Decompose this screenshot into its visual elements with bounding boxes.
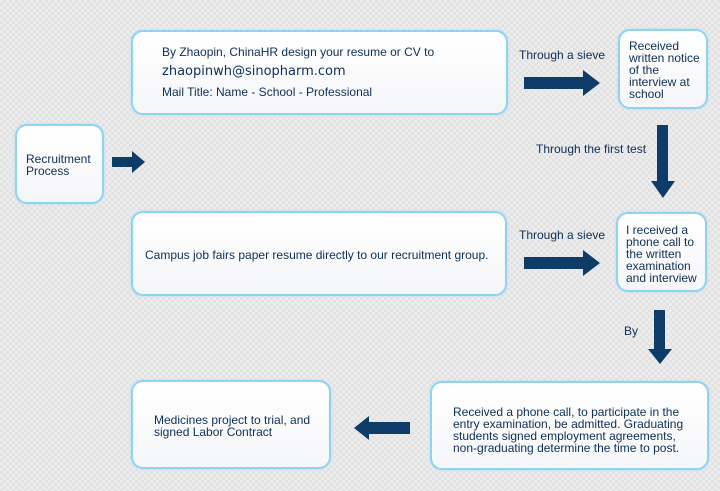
arrow-right-icon [112, 151, 146, 173]
connector-label-first-test: Through the first test [536, 142, 647, 156]
arrow-left-icon [354, 416, 410, 440]
online-apply-line1: By Zhaopin, ChinaHR design your resume o… [162, 45, 435, 59]
entry-exam-text: Received a phone call, to participate in… [453, 405, 684, 455]
arrow-right-icon [524, 70, 600, 96]
online-apply-line3: Mail Title: Name - School - Professional [162, 85, 373, 99]
contract-text: Medicines project to trial, and signed L… [154, 413, 311, 439]
online-apply-email: zhaopinwh@sinopharm.com [162, 64, 346, 79]
phone-call-text: I received a phone call to the written e… [626, 223, 697, 285]
connector-label-sieve-1: Through a sieve [519, 48, 606, 62]
start-node: Recruitment Process [15, 124, 104, 204]
entry-exam-node: Received a phone call, to participate in… [430, 381, 709, 470]
arrow-down-icon [648, 310, 672, 364]
online-apply-node: By Zhaopin, ChinaHR design your resume o… [131, 30, 508, 115]
notice-text: Received written notice of the interview… [629, 39, 700, 101]
phone-call-node: I received a phone call to the written e… [616, 212, 707, 292]
connector-label-by: By [624, 324, 639, 338]
connector-label-sieve-2: Through a sieve [519, 228, 606, 242]
notice-node: Received written notice of the interview… [618, 29, 708, 109]
arrow-down-icon [651, 125, 675, 198]
start-node-label: Recruitment Process [26, 152, 91, 178]
arrow-right-icon [524, 250, 600, 276]
campus-text: Campus job fairs paper resume directly t… [145, 248, 489, 262]
contract-node: Medicines project to trial, and signed L… [131, 380, 331, 469]
campus-node: Campus job fairs paper resume directly t… [131, 211, 507, 296]
